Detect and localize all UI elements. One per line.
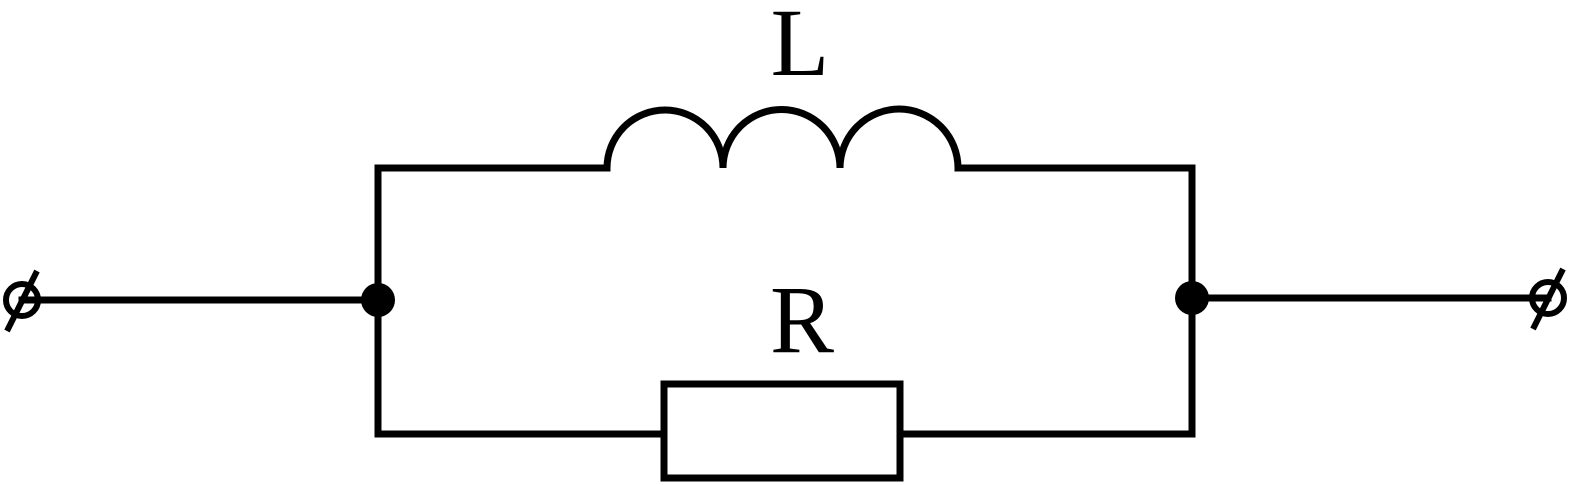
- left-junction-dot: [361, 283, 395, 317]
- inductor-coil: [603, 105, 962, 169]
- inductor-label: L: [771, 0, 830, 96]
- resistor-body: [660, 380, 904, 482]
- right-terminal-icon: [1529, 267, 1567, 331]
- resistor-label: R: [770, 266, 834, 373]
- right-junction-dot: [1175, 281, 1209, 315]
- left-terminal-icon: [3, 269, 41, 333]
